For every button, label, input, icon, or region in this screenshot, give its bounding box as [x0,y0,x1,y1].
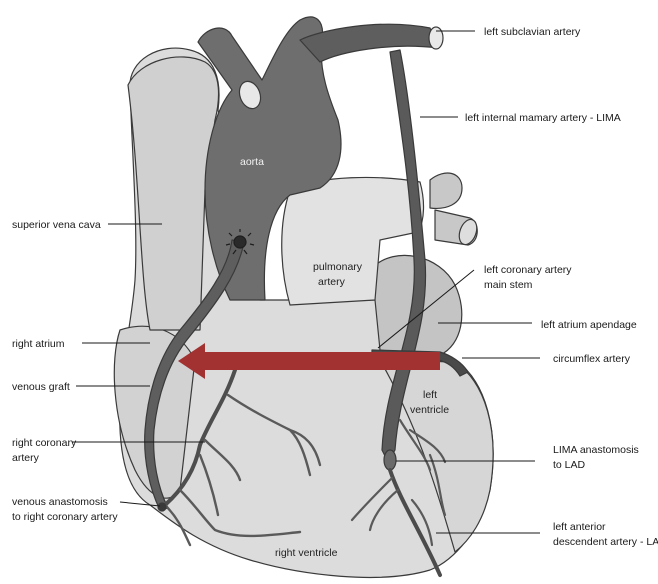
label-aorta: aorta [240,156,264,168]
label-pulmonary-2: artery [318,276,346,288]
label-left-coronary-main-stem-2: main stem [484,279,533,291]
label-circumflex-artery: circumflex artery [553,353,631,365]
label-lima: left internal mamary artery - LIMA [465,112,621,124]
label-superior-vena-cava: superior vena cava [12,219,101,231]
pulmonary-vein-upper [430,173,462,208]
label-left-ventricle-1: left [423,389,437,401]
label-venous-anastomosis-2: to right coronary artery [12,511,118,523]
label-left-atrium-apendage: left atrium apendage [541,319,637,331]
label-lima-anastomosis-2: to LAD [553,459,586,471]
label-lima-anastomosis-1: LIMA anastomosis [553,444,639,456]
label-lad-2: descendent artery - LAD [553,536,658,548]
label-right-atrium: right atrium [12,338,65,350]
label-venous-anastomosis-1: venous anastomosis [12,496,108,508]
label-right-coronary-2: artery [12,452,40,464]
label-left-subclavian-artery: left subclavian artery [484,26,581,38]
venous-anastomosis-node [158,503,166,511]
label-left-ventricle-2: ventricle [410,404,449,416]
label-venous-graft: venous graft [12,381,70,393]
heart-illustration [114,17,493,577]
label-lad-1: left anterior [553,521,606,533]
subclavian-opening [429,27,443,49]
label-right-coronary-1: right coronary [12,437,77,449]
lima-anastomosis-node [384,450,396,470]
label-left-coronary-main-stem-1: left coronary artery [484,264,572,276]
label-pulmonary-1: pulmonary [313,261,363,273]
label-right-ventricle: right ventricle [275,547,338,559]
